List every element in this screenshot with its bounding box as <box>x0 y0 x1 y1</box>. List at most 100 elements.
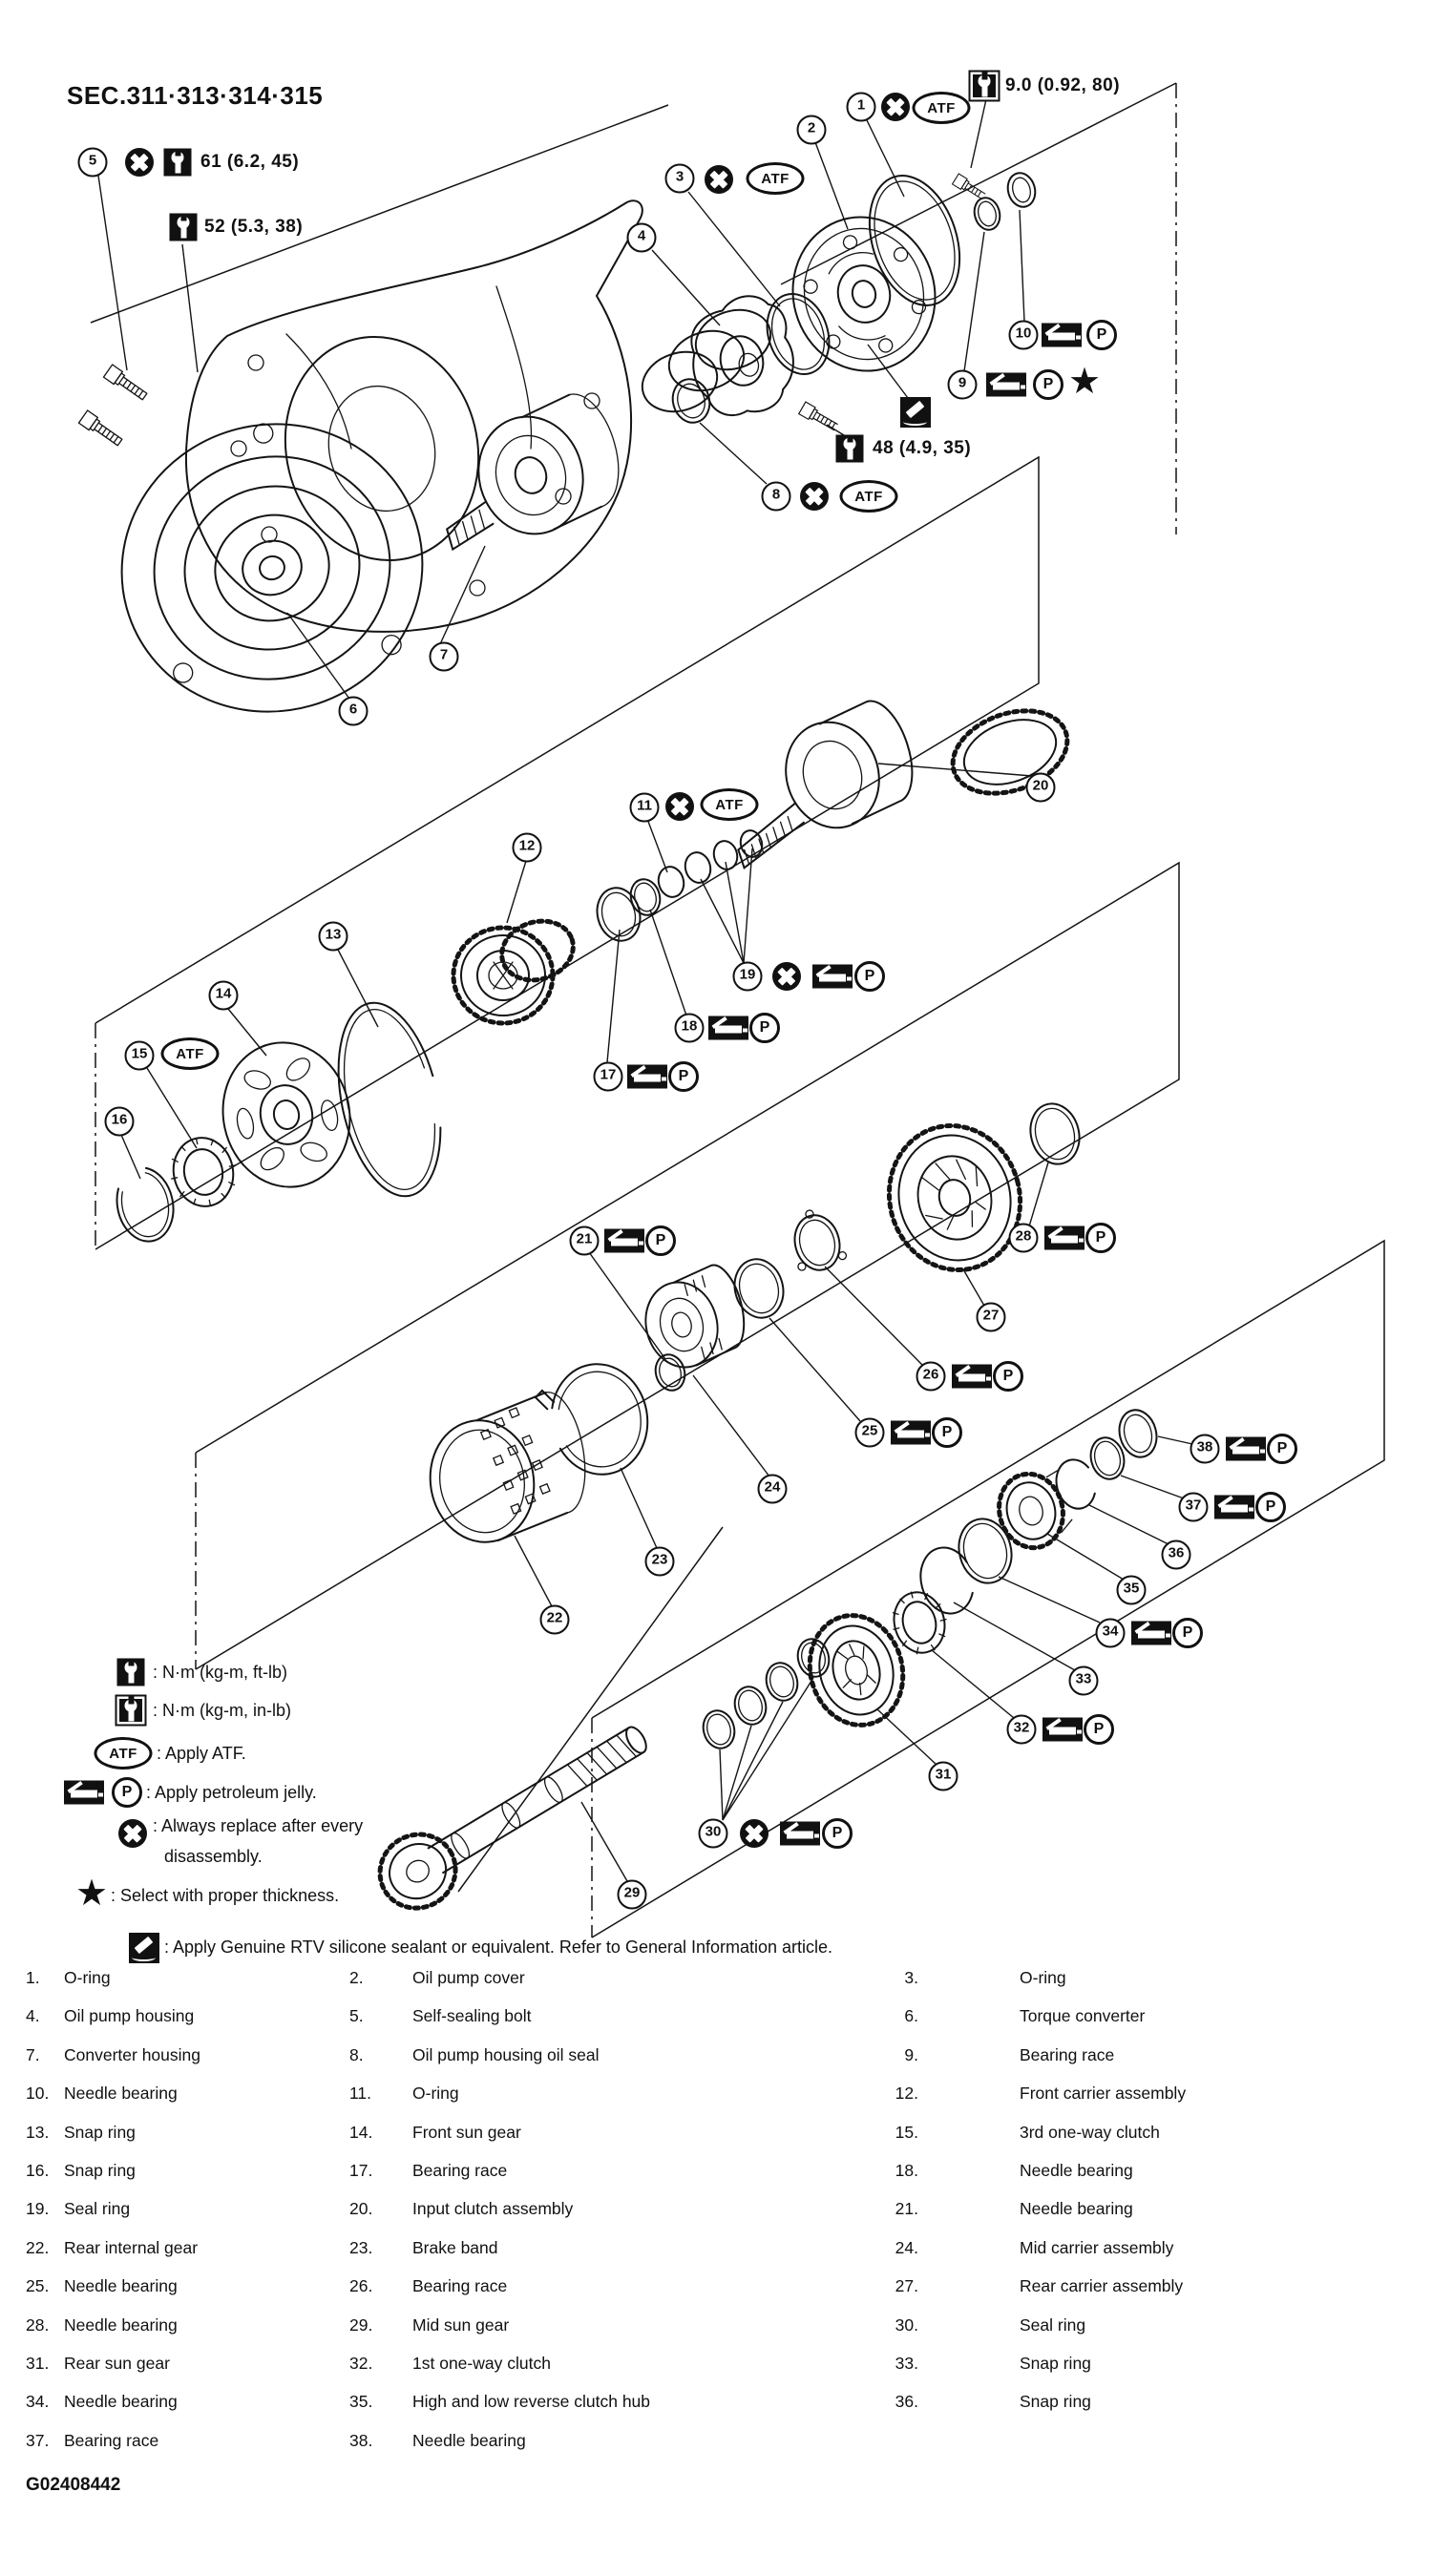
grease-gun-icon <box>1042 323 1082 347</box>
o-ring-drawing <box>868 175 961 306</box>
grease-gun-icon <box>891 1420 931 1445</box>
snap-ring-drawing <box>1055 1458 1097 1510</box>
part-number: 36. <box>895 2392 918 2412</box>
part-number: 18. <box>895 2161 918 2180</box>
petroleum-jelly-p-icon: P <box>1085 1223 1116 1253</box>
spring-rings-drawing <box>641 308 772 413</box>
bolt-drawing <box>77 409 123 447</box>
callout-34: 34 <box>1095 1618 1126 1648</box>
grease-gun-icon <box>812 964 853 989</box>
torque-value-label: 48 (4.9, 35) <box>873 438 972 458</box>
part-name: O-ring <box>1020 1968 1066 1987</box>
callout-18: 18 <box>674 1013 705 1043</box>
part-number: 12. <box>895 2084 918 2104</box>
callout-35: 35 <box>1116 1575 1147 1605</box>
callout-19: 19 <box>732 961 763 992</box>
apply-atf-icon: ATF <box>160 1037 220 1070</box>
apply-atf-icon: ATF <box>94 1737 153 1770</box>
part-name: Needle bearing <box>64 2392 178 2412</box>
callout-25: 25 <box>854 1417 885 1448</box>
torque-value-label: 52 (5.3, 38) <box>204 217 304 237</box>
part-number: 3. <box>904 1968 918 1987</box>
grease-gun-icon <box>780 1821 820 1846</box>
part-number: 13. <box>26 2122 50 2142</box>
petroleum-jelly-p-icon: P <box>112 1777 142 1808</box>
part-number: 35. <box>349 2392 373 2412</box>
torque-value-label: 9.0 (0.92, 80) <box>1005 75 1121 95</box>
part-number: 26. <box>349 2276 373 2296</box>
petroleum-jelly-p-icon: P <box>1033 369 1063 400</box>
grease-gun-icon <box>708 1016 748 1040</box>
callout-37: 37 <box>1178 1492 1209 1522</box>
apply-atf-icon: ATF <box>839 480 898 513</box>
legend-petroleum-jelly: : Apply petroleum jelly. <box>146 1783 317 1802</box>
part-name: Oil pump cover <box>412 1968 525 1987</box>
torque-wrench-ftlb-icon <box>835 434 864 463</box>
select-thickness-star-icon: ★ <box>1067 362 1102 403</box>
part-name: Input clutch assembly <box>412 2199 574 2219</box>
part-name: Bearing race <box>1020 2044 1115 2064</box>
rear-internal-gear-drawing <box>429 1391 586 1543</box>
part-name: 1st one-way clutch <box>412 2354 551 2373</box>
callout-1: 1 <box>846 92 876 122</box>
callout-33: 33 <box>1068 1665 1099 1696</box>
part-name: Oil pump housing <box>64 2006 195 2026</box>
apply-atf-icon: ATF <box>746 162 805 195</box>
part-name: High and low reverse clutch hub <box>412 2392 651 2412</box>
part-number: 29. <box>349 2314 373 2335</box>
grease-gun-icon <box>604 1228 644 1253</box>
snap-ring-drawing <box>116 1166 175 1243</box>
replace-after-disassembly-icon <box>800 482 829 511</box>
clutch-ring-gear-drawing <box>950 708 1070 796</box>
callout-15: 15 <box>124 1040 155 1071</box>
petroleum-jelly-p-icon: P <box>1084 1714 1114 1745</box>
callout-12: 12 <box>512 832 542 863</box>
select-thickness-star-icon: ★ <box>74 1874 109 1915</box>
rtv-sealant-icon <box>129 1933 159 1963</box>
petroleum-jelly-p-icon: P <box>854 961 885 992</box>
grease-gun-icon <box>627 1064 667 1089</box>
part-number: 6. <box>904 2006 918 2026</box>
needle-bearing-drawing <box>1118 1409 1158 1458</box>
torque-wrench-inlb-icon <box>968 70 1000 102</box>
part-number: 2. <box>349 1968 364 1987</box>
petroleum-jelly-p-icon: P <box>1255 1492 1286 1522</box>
oil-pump-cover-drawing <box>791 216 937 372</box>
legend-always-replace-2: disassembly. <box>164 1847 263 1866</box>
part-number: 20. <box>349 2199 373 2219</box>
figure-code: G02408442 <box>26 2475 121 2495</box>
part-name: Bearing race <box>64 2430 159 2450</box>
part-number: 24. <box>895 2237 918 2257</box>
callout-20: 20 <box>1025 772 1056 803</box>
rtv-sealant-icon <box>900 397 931 428</box>
part-number: 10. <box>26 2084 50 2104</box>
part-name: Front carrier assembly <box>1020 2084 1187 2104</box>
callout-4: 4 <box>626 222 657 253</box>
callout-30: 30 <box>698 1818 728 1849</box>
callout-7: 7 <box>429 641 459 672</box>
part-number: 23. <box>349 2237 373 2257</box>
petroleum-jelly-p-icon: P <box>1267 1434 1297 1464</box>
o-ring-drawing <box>654 1353 686 1392</box>
legend-apply-atf: : Apply ATF. <box>157 1744 246 1763</box>
petroleum-jelly-p-icon: P <box>1086 320 1117 350</box>
torque-wrench-ftlb-icon <box>163 148 192 177</box>
part-name: Needle bearing <box>64 2084 178 2104</box>
petroleum-jelly-p-icon: P <box>993 1361 1023 1392</box>
apply-atf-icon: ATF <box>700 788 759 821</box>
part-number: 4. <box>26 2006 40 2026</box>
grease-gun-icon <box>986 372 1026 397</box>
callout-36: 36 <box>1161 1539 1191 1570</box>
part-name: Seal ring <box>1020 2314 1086 2335</box>
petroleum-jelly-p-icon: P <box>1172 1618 1203 1648</box>
part-name: Oil pump housing oil seal <box>412 2044 600 2064</box>
part-number: 22. <box>26 2237 50 2257</box>
part-number: 32. <box>349 2354 373 2373</box>
callout-14: 14 <box>208 980 239 1011</box>
part-name: Brake band <box>412 2237 498 2257</box>
callout-8: 8 <box>761 481 791 512</box>
callout-22: 22 <box>539 1604 570 1635</box>
replace-after-disassembly-icon <box>740 1819 769 1848</box>
part-number: 19. <box>26 2199 50 2219</box>
